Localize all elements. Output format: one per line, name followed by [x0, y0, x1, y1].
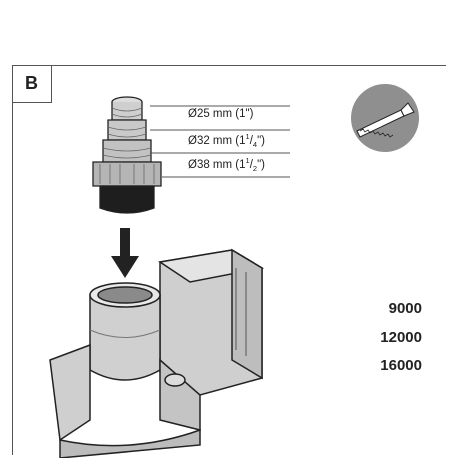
hacksaw-icon — [351, 84, 419, 152]
pump-housing — [158, 248, 265, 396]
model-9000: 9000 — [388, 300, 422, 317]
spec-leaders — [150, 105, 290, 178]
model-16000: 16000 — [380, 357, 422, 374]
model-12000: 12000 — [380, 329, 422, 346]
spec-25mm: Ø25 mm (1") — [188, 108, 254, 120]
panel-label: B — [12, 65, 52, 103]
down-arrow-icon — [111, 228, 139, 278]
spec-32mm: Ø32 mm (11/4") — [188, 132, 265, 150]
panel-frame — [12, 65, 446, 455]
pump-outlet — [49, 282, 201, 458]
spec-38mm: Ø38 mm (11/2") — [188, 156, 265, 174]
hose-adapter — [92, 96, 162, 214]
